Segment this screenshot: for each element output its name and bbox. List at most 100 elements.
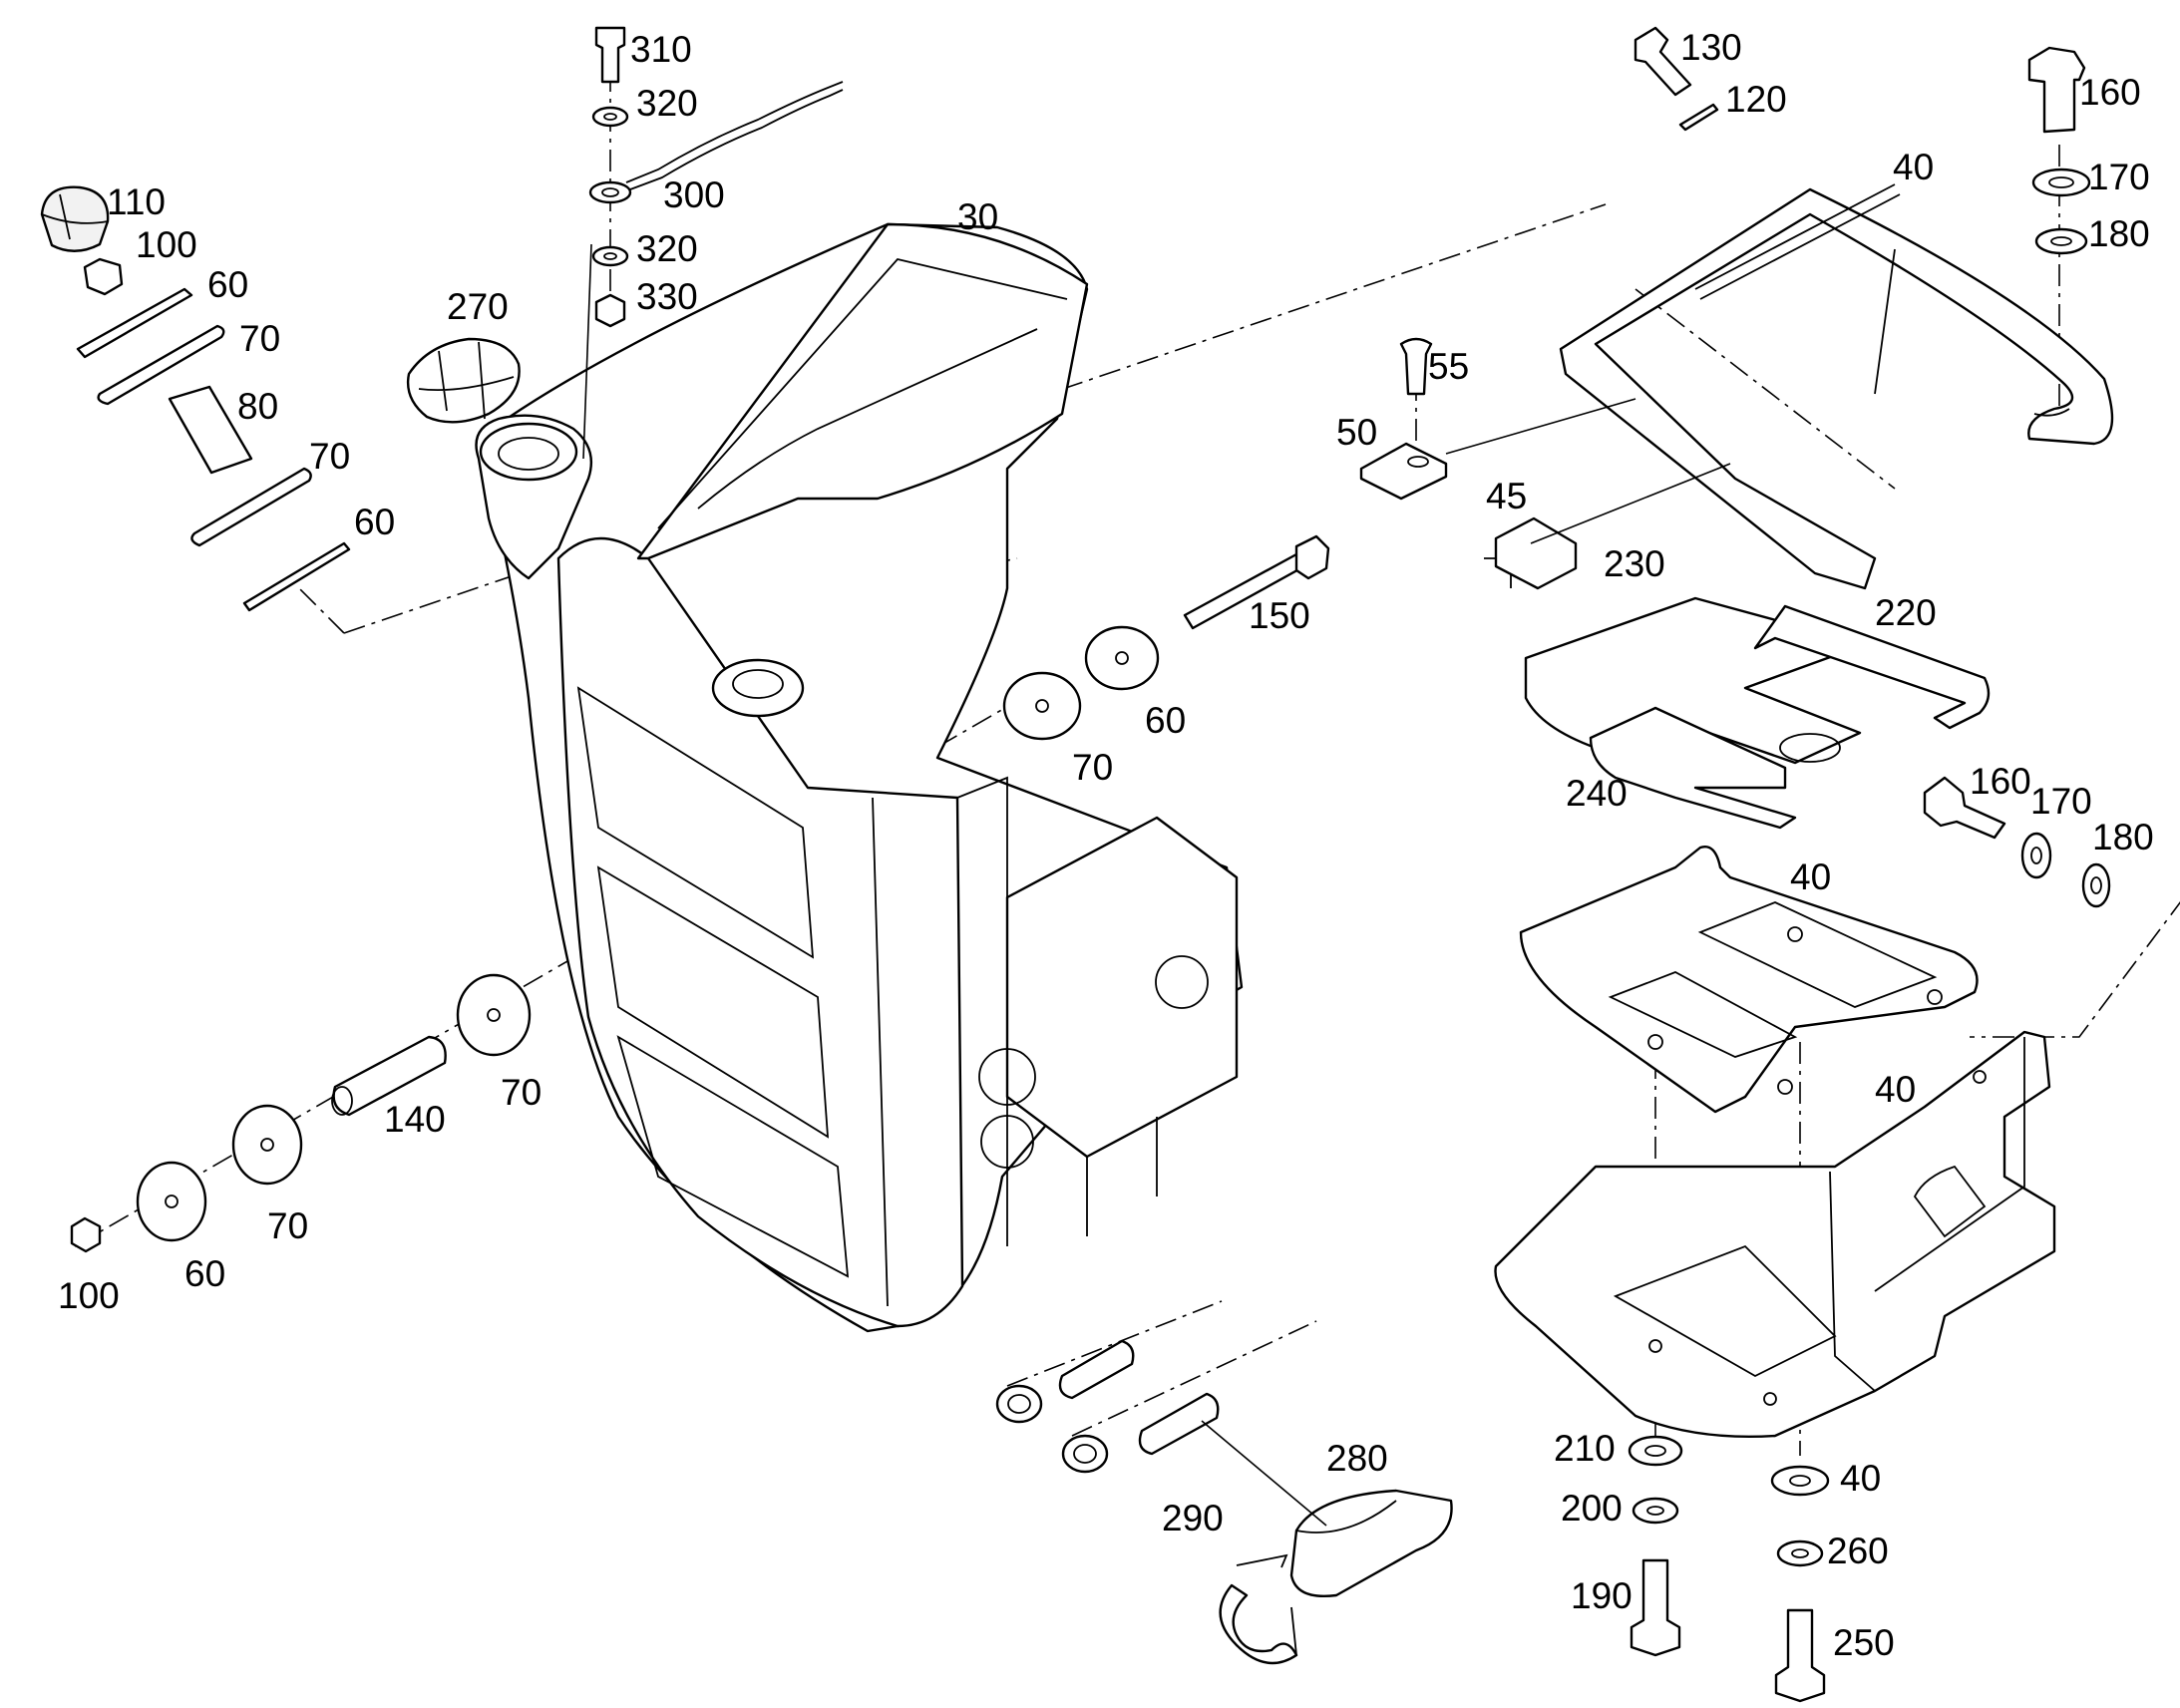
bolt-250 <box>1774 1608 1826 1703</box>
callout-180: 180 <box>2092 817 2154 857</box>
bracket-40-upper <box>1519 846 1979 1114</box>
washer-200 <box>1632 1497 1679 1525</box>
axis-line-bracket-right <box>1970 901 2180 1038</box>
callout-150: 150 <box>1249 595 1310 636</box>
washer-70-lower <box>231 1104 303 1186</box>
washer-180-top <box>2034 227 2088 255</box>
pin-120 <box>1678 103 1719 132</box>
bolt-stack-160-top <box>2027 46 2091 255</box>
spacer-140 <box>332 1035 447 1117</box>
pin-55 <box>1399 337 1433 396</box>
callout-60: 60 <box>184 1253 225 1294</box>
callout-30: 30 <box>957 196 998 237</box>
callout-120: 120 <box>1725 79 1787 120</box>
bolt-160-top <box>2027 46 2086 134</box>
pad-220 <box>1753 604 1991 730</box>
bolt-130 <box>1634 26 1692 97</box>
filler-cap <box>406 337 521 424</box>
tie-rod-150-group <box>1002 534 1330 741</box>
callout-130: 130 <box>1680 27 1742 68</box>
washer-170-right <box>2020 832 2052 879</box>
tank-panel-recess-1 <box>576 686 815 959</box>
washer-180-right <box>2081 862 2111 908</box>
washer-320-bottom <box>591 245 629 267</box>
lower-bolt-stacks <box>1628 1435 1830 1703</box>
bolt-190 <box>1630 1558 1681 1657</box>
washer-260 <box>1776 1539 1824 1567</box>
leader-lines <box>582 243 1731 1527</box>
washer-60-lower <box>136 1161 207 1242</box>
callout-280: 280 <box>1326 1438 1388 1479</box>
nut-100-top <box>83 257 124 296</box>
callout-160: 160 <box>1970 761 2031 802</box>
tank-panel-recess-3 <box>616 1035 850 1278</box>
earth-cable <box>625 81 844 183</box>
hose-clamp-lower <box>1061 1434 1109 1474</box>
callout-60: 60 <box>354 502 395 542</box>
washer-60-bottom <box>242 541 351 612</box>
spacer-80 <box>168 385 253 475</box>
callout-40: 40 <box>1875 1069 1916 1110</box>
washer-70-bottom <box>190 467 312 547</box>
callouts: 310 320 300 320 330 270 110 100 60 70 80… <box>58 27 2154 1663</box>
callout-45: 45 <box>1486 476 1527 516</box>
callout-170: 170 <box>2030 781 2092 822</box>
callout-60: 60 <box>1145 700 1186 741</box>
callout-140: 140 <box>384 1099 446 1140</box>
strap-40-top <box>1559 187 2114 590</box>
callout-110: 110 <box>107 181 166 222</box>
mounting-pads <box>1524 596 1991 830</box>
hose-clamp-upper <box>995 1384 1043 1424</box>
callout-240: 240 <box>1566 773 1628 814</box>
tank-side-block <box>1005 816 1239 1159</box>
washer-320-top <box>591 106 629 128</box>
tank-front-panel <box>556 536 964 1328</box>
callout-250: 250 <box>1833 1622 1895 1663</box>
callout-40: 40 <box>1840 1458 1881 1499</box>
tank-top-cover <box>636 222 1089 560</box>
callout-160: 160 <box>2079 72 2141 113</box>
ring-terminal-300 <box>588 180 632 204</box>
callout-180: 180 <box>2088 213 2150 254</box>
axis-line-hose-lower <box>1071 1320 1317 1437</box>
bracket-frame-40 <box>1494 1030 2056 1439</box>
washer-60-top <box>76 287 193 359</box>
callout-40: 40 <box>1893 147 1934 187</box>
callout-230: 230 <box>1604 543 1665 584</box>
fuel-tank-30 <box>477 222 1244 1333</box>
callout-80: 80 <box>237 386 278 427</box>
hose-assembly <box>995 1339 1220 1474</box>
lower-mount-stack <box>70 973 532 1253</box>
washer-60-rod <box>1084 625 1160 691</box>
callout-70: 70 <box>1072 747 1113 788</box>
callout-270: 270 <box>447 286 509 327</box>
callout-100: 100 <box>136 224 197 265</box>
left-fastener-stack <box>40 185 351 612</box>
callout-40: 40 <box>1790 856 1831 897</box>
hose-upper <box>1058 1339 1135 1400</box>
callout-300: 300 <box>663 174 725 215</box>
band-clamp-290 <box>1219 1583 1298 1665</box>
axis-line-strap <box>1635 288 1896 490</box>
washer-210 <box>1628 1435 1683 1467</box>
callout-190: 190 <box>1571 1575 1633 1616</box>
cap-nut-110 <box>40 185 110 252</box>
callout-70: 70 <box>501 1072 542 1113</box>
earth-cable-stack <box>588 26 844 328</box>
callout-220: 220 <box>1875 592 1937 633</box>
retaining-strap-40 <box>1559 26 2114 590</box>
callout-70: 70 <box>309 436 350 477</box>
callout-50: 50 <box>1336 412 1377 453</box>
callout-170: 170 <box>2088 157 2150 197</box>
hose-lower <box>1138 1392 1220 1456</box>
bracket-40-lower <box>1494 1030 2056 1439</box>
callout-100: 100 <box>58 1275 120 1316</box>
tank-panel-recess-2 <box>596 865 830 1139</box>
sleeve-and-clamp <box>1219 1489 1453 1665</box>
clamp-hardware <box>1359 337 1578 590</box>
callout-260: 260 <box>1827 1531 1889 1571</box>
callout-290: 290 <box>1162 1498 1224 1538</box>
callout-310: 310 <box>630 29 692 70</box>
washer-170-top <box>2031 168 2091 197</box>
